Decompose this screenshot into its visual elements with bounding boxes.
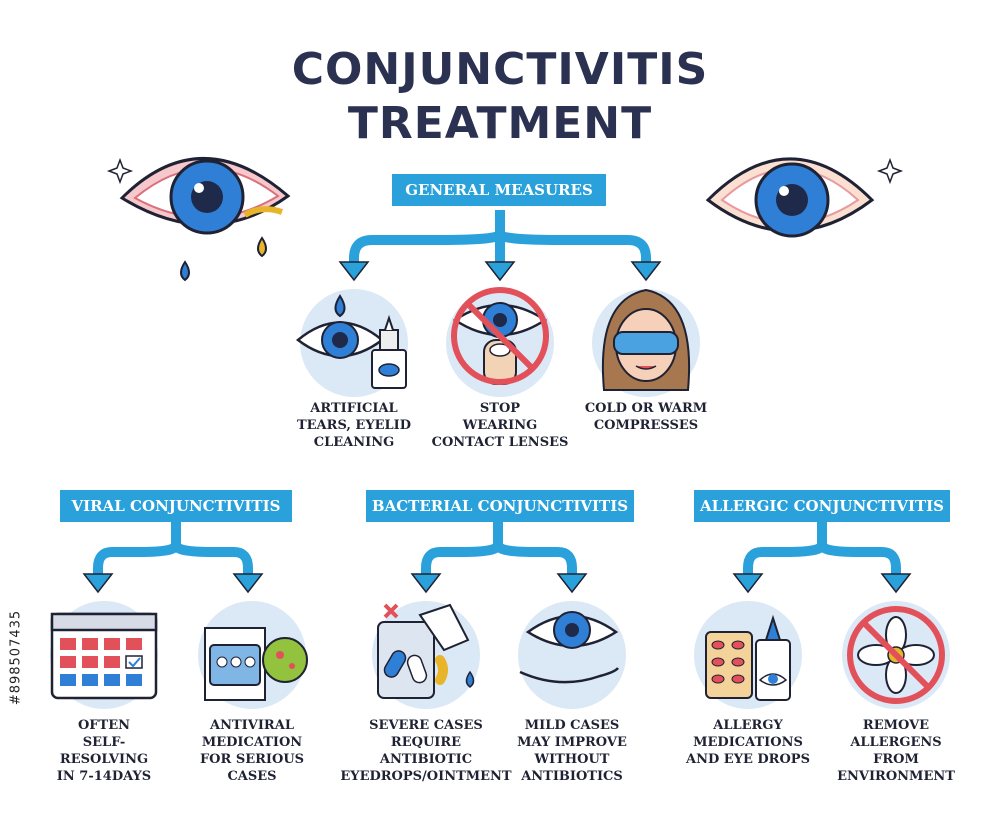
general-arrows <box>349 210 651 262</box>
bacterial-arrows <box>421 522 577 574</box>
calendar-icon <box>50 612 158 700</box>
viral-header: VIRAL CONJUNCTIVITIS <box>60 490 292 522</box>
inflamed-eye-icon <box>106 157 291 282</box>
allergic-header: ALLERGIC CONJUNCTIVITIS <box>694 490 950 522</box>
allergy-medication-icon <box>705 614 791 701</box>
general-measures-header: GENERAL MEASURES <box>392 174 606 206</box>
no-contact-lens-icon <box>451 287 549 385</box>
allergic-arrows <box>743 522 901 574</box>
eye-drops-icon <box>295 294 407 389</box>
title-line-1: CONJUNCTIVITIS <box>291 44 709 95</box>
healthy-eye-icon <box>705 157 904 238</box>
no-allergens-icon <box>847 606 945 704</box>
viral-arrows <box>93 522 253 574</box>
antibiotic-icon <box>377 603 475 699</box>
stock-id: #898507435 <box>8 609 24 706</box>
title-line-2: TREATMENT <box>347 98 653 149</box>
bacterial-header: BACTERIAL CONJUNCTIVITIS <box>366 490 634 522</box>
antiviral-medication-icon <box>204 627 308 701</box>
face-compress-icon <box>601 288 691 391</box>
eye-hand-icon <box>519 611 619 684</box>
